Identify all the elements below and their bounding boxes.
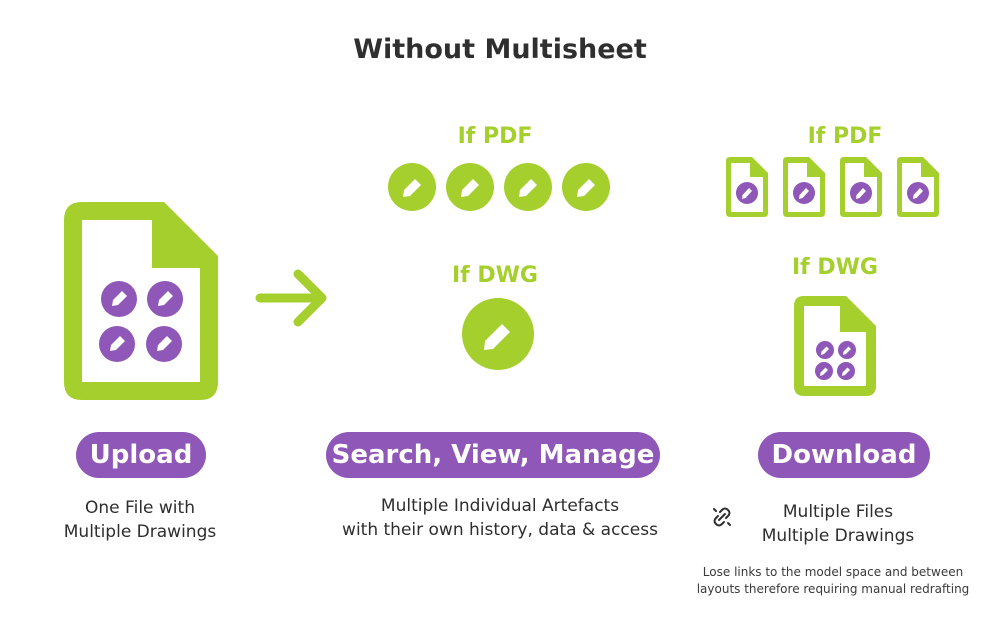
download-pdf-label: If PDF [807, 124, 883, 149]
download-caption-line2: Multiple Drawings [761, 526, 915, 546]
middle-pdf-label: If PDF [457, 124, 533, 149]
upload-caption-line2: Multiple Drawings [63, 522, 217, 542]
download-caption-line1: Multiple Files [782, 502, 894, 522]
arrow-right-icon [255, 269, 327, 327]
page-title: Without Multisheet [353, 34, 647, 65]
middle-caption-line1: Multiple Individual Artefacts [380, 496, 620, 516]
pdf-document-icons [726, 157, 939, 217]
dwg-pencil-circle [462, 298, 534, 370]
download-note-line1: Lose links to the model space and betwee… [702, 565, 964, 579]
search-view-manage-label: Search, View, Manage [326, 432, 660, 478]
middle-dwg-label: If DWG [451, 263, 538, 288]
pdf-pencil-circles [388, 163, 610, 211]
download-dwg-label: If DWG [791, 255, 878, 280]
pencil-icon-group [99, 281, 183, 362]
download-note-line2: layouts therefore requiring manual redra… [696, 582, 970, 596]
broken-link-icon [713, 507, 731, 527]
download-label: Download [758, 432, 930, 478]
upload-label: Upload [76, 432, 206, 478]
dwg-document-icon [794, 296, 876, 396]
upload-caption-line1: One File with [85, 498, 195, 518]
middle-caption-line2: with their own history, data & access [342, 520, 658, 540]
large-document-icon [64, 202, 218, 400]
